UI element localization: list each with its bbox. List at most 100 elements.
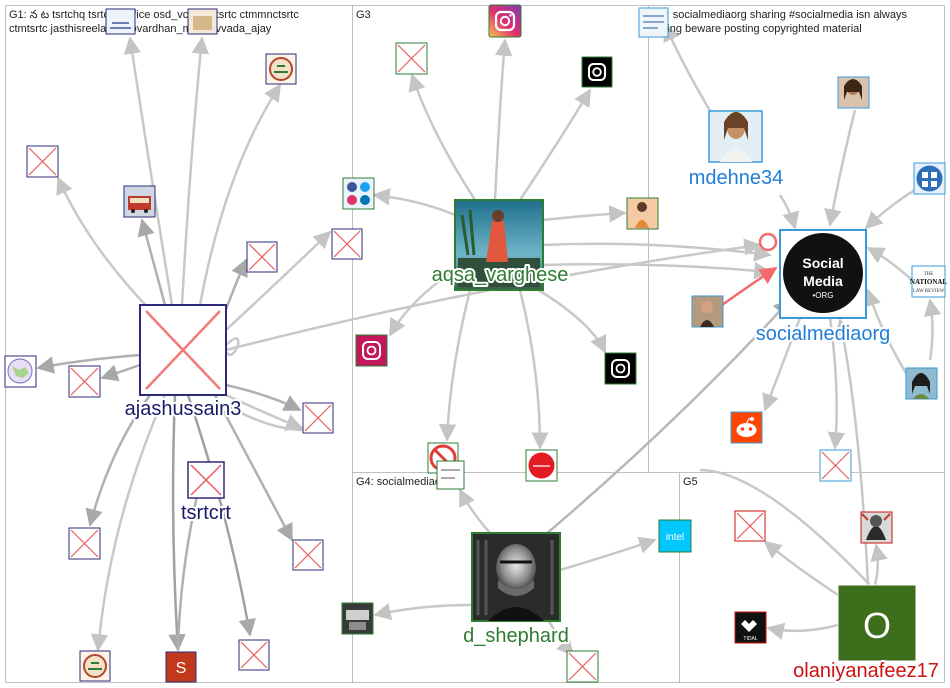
portrait-node[interactable] <box>905 367 938 400</box>
tidal-icon <box>741 620 757 632</box>
portrait-photo <box>486 219 508 262</box>
national-law-review-node[interactable]: THE NATIONAL LAW REVIEW <box>910 265 948 298</box>
edge <box>180 36 210 306</box>
edge <box>542 261 772 280</box>
placeholder-node[interactable] <box>68 527 101 560</box>
placeholder-node[interactable] <box>238 639 270 671</box>
reddit-node[interactable] <box>730 411 763 444</box>
edge <box>36 353 141 374</box>
edge <box>372 188 456 217</box>
group-title-g2: G2: socialmediaorg sharing #socialmedia … <box>652 9 907 21</box>
edge <box>762 317 802 412</box>
group-title-g2-line2: caring beware posting copyrighted materi… <box>652 23 862 35</box>
node-d_shephard[interactable] <box>471 532 561 622</box>
group-box-g5 <box>679 472 945 683</box>
edge <box>100 363 141 382</box>
devices-icon <box>916 165 943 192</box>
globe-node[interactable] <box>4 355 37 388</box>
label-olaniyanafeez17: olaniyanafeez17 <box>793 660 939 682</box>
tidal-text: TIDAL <box>743 636 757 642</box>
edge <box>544 298 792 536</box>
node-olaniyanafeez17[interactable]: O <box>837 584 917 662</box>
edge <box>198 83 282 306</box>
edge <box>542 242 772 262</box>
edge <box>408 73 477 201</box>
placeholder-x-icon <box>145 310 221 390</box>
edge <box>90 394 167 652</box>
edge <box>923 298 942 361</box>
node-ajashussain3[interactable] <box>139 304 227 396</box>
emblem-node[interactable] <box>79 650 111 682</box>
social-icons-node[interactable] <box>342 177 375 210</box>
portrait-node[interactable] <box>691 295 724 328</box>
label-ajashussain3: ajashussain3 <box>125 398 242 420</box>
node-tsrtcrt[interactable] <box>187 461 225 499</box>
edge <box>213 394 294 542</box>
portrait-node[interactable] <box>626 197 659 230</box>
instagram-node[interactable] <box>581 56 613 88</box>
nlr-line-1: THE <box>924 272 934 277</box>
s-avatar-node[interactable]: S <box>165 651 197 683</box>
bus-photo-node[interactable] <box>123 185 156 218</box>
label-socialmediaorg: socialmediaorg <box>756 323 891 345</box>
node-mdehne34[interactable] <box>708 110 763 163</box>
edge <box>699 468 871 586</box>
edge <box>458 488 491 534</box>
placeholder-node[interactable] <box>566 650 599 683</box>
edge <box>85 394 152 527</box>
portrait-node[interactable] <box>837 76 870 109</box>
dark-photo-node[interactable] <box>341 602 374 635</box>
label-mdehne34: mdehne34 <box>689 167 784 189</box>
red-badge-node[interactable] <box>525 449 558 482</box>
placeholder-node[interactable] <box>68 365 101 398</box>
group-title-g4: G4: socialmediaorg <box>356 476 451 488</box>
tech-icon-node[interactable] <box>913 162 946 195</box>
placeholder-x-icon <box>190 464 222 496</box>
small-node[interactable] <box>436 460 465 490</box>
placeholder-node[interactable] <box>26 145 59 178</box>
instagram-node[interactable] <box>604 352 637 385</box>
edge <box>186 394 256 637</box>
edge <box>373 603 473 621</box>
edge <box>824 109 857 227</box>
node-aqsa_varghese[interactable] <box>454 199 544 291</box>
placeholder-node[interactable] <box>302 402 334 434</box>
edge <box>529 283 607 354</box>
group-title-g1: G1: న ట tsrtchq tsrtcmdoffice osd_vcnmd_… <box>9 9 299 21</box>
placeholder-node[interactable] <box>395 42 428 75</box>
edge <box>870 543 888 586</box>
photo-node[interactable] <box>860 511 893 544</box>
edge <box>225 337 240 357</box>
s-letter: S <box>176 660 187 677</box>
instagram-node[interactable] <box>488 4 522 38</box>
g2-small-node[interactable] <box>638 7 669 38</box>
tidal-node[interactable]: TIDAL <box>734 611 767 644</box>
edge <box>225 230 332 331</box>
edge <box>438 289 472 442</box>
edge <box>542 205 627 223</box>
placeholder-node[interactable] <box>331 228 363 260</box>
edge <box>518 88 592 201</box>
emblem-icon <box>83 654 107 678</box>
placeholder-node[interactable] <box>246 241 278 273</box>
edge <box>168 394 186 652</box>
logo-line-1: Social <box>802 255 843 271</box>
edge <box>766 622 839 640</box>
node-socialmediaorg[interactable]: Social Media •ORG <box>779 229 867 319</box>
placeholder-node[interactable] <box>819 449 852 482</box>
placeholder-node[interactable] <box>292 539 324 571</box>
highlighted-edge <box>721 232 778 307</box>
social-media-logo <box>783 233 863 313</box>
edge <box>137 218 167 306</box>
emblem-node[interactable] <box>265 53 297 85</box>
intel-node[interactable]: intel <box>658 519 692 553</box>
edge <box>834 318 870 586</box>
instagram-node[interactable] <box>355 334 388 367</box>
top-node[interactable] <box>187 8 218 35</box>
edge <box>866 246 913 281</box>
top-node[interactable] <box>105 8 136 35</box>
edge <box>864 288 912 381</box>
edge <box>864 188 916 230</box>
placeholder-node[interactable] <box>734 510 766 542</box>
